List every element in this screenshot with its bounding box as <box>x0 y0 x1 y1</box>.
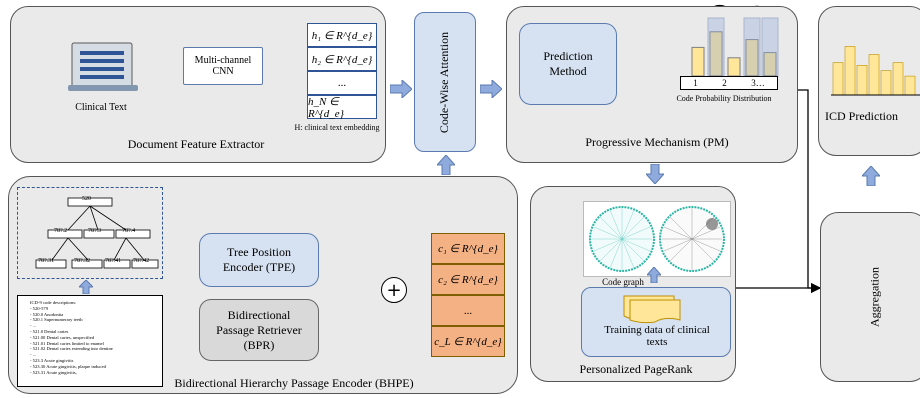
c-embedding-stack: c₁ ∈ R^{d_e} c₂ ∈ R^{d_e} ... c_L ∈ R^{d… <box>431 233 505 357</box>
icd-bar <box>868 54 880 96</box>
tpe-label: Tree Position Encoder (TPE) <box>222 245 296 274</box>
down-arrow-icon <box>646 164 664 184</box>
plus-icon: + <box>381 277 407 303</box>
bhpe-panel: 520 78?.2 78?.3 78?.4 78?.31 78?.32 78?.… <box>8 176 518 394</box>
tree-node-label: 78?.4 <box>122 228 136 234</box>
tick-label: 1 <box>693 78 698 88</box>
tree-node-label: 78?.42 <box>133 258 150 264</box>
dfe-title: Document Feature Extractor <box>127 137 265 151</box>
c-entry: ... <box>431 295 505 326</box>
icd-bar <box>880 70 892 96</box>
pm-bar-highlight <box>743 17 761 77</box>
code-probability-distribution-label: Code Probability Distribution <box>676 94 772 103</box>
cnn-box: Multi-channel CNN <box>183 47 263 85</box>
tree-node-label: 78?.41 <box>105 258 122 264</box>
tick-label: 3… <box>751 78 765 88</box>
document-feature-extractor-panel: Clinical Text Multi-channel CNN h₁ ∈ R^{… <box>10 6 386 163</box>
icd-bar <box>892 62 904 96</box>
bpr-label: Bidirectional Passage Retriever (BPR) <box>216 307 302 352</box>
tree-node-label: 520 <box>82 196 91 202</box>
tree-node-label: 78?.2 <box>54 228 68 234</box>
code-wise-attention-label: Code-Wise Attention <box>437 31 452 133</box>
prediction-method-label: Prediction Method <box>543 49 593 78</box>
pm-bar <box>727 57 741 77</box>
c-entry: c_L ∈ R^{d_e} <box>431 326 505 357</box>
icd-bar <box>856 64 868 96</box>
h-entry: h₂ ∈ R^{d_e} <box>307 47 377 71</box>
icd-bar <box>844 46 856 96</box>
icd-bar <box>904 75 916 96</box>
h-entry: h_N ∈ R^{d_e} <box>307 95 377 120</box>
code-description-list: ICD-9 code descriptions: - 520-579 - 520… <box>17 295 163 387</box>
up-arrow-icon <box>79 280 93 294</box>
h-entry: h₁ ∈ R^{d_e} <box>307 23 377 47</box>
c-entry: c₁ ∈ R^{d_e} <box>431 233 505 264</box>
training-data-box: Training data of clinical texts <box>581 287 731 357</box>
tree-node-label: 78?.31 <box>38 258 55 264</box>
code-wise-attention-box: Code-Wise Attention <box>414 12 476 152</box>
icd-prediction-panel: ICD Prediction <box>818 6 920 156</box>
pm-bar <box>691 46 705 77</box>
pm-title: Progressive Mechanism (PM) <box>585 135 729 149</box>
right-arrow-icon <box>480 80 502 98</box>
h-embedding-stack: h₁ ∈ R^{d_e} h₂ ∈ R^{d_e} ... h_N ∈ R^{d… <box>307 23 377 120</box>
up-arrow-icon <box>647 267 661 283</box>
aggregation-panel: Aggregation <box>820 212 920 382</box>
pm-bar-highlight <box>707 17 725 77</box>
tpe-box: Tree Position Encoder (TPE) <box>199 233 319 287</box>
right-arrow-icon <box>390 80 412 98</box>
bpr-box: Bidirectional Passage Retriever (BPR) <box>199 299 319 361</box>
icd-title: ICD Prediction <box>825 109 898 123</box>
aggregation-label: Aggregation <box>867 267 882 327</box>
prediction-method-box: Prediction Method <box>519 23 617 105</box>
code-description-text: ICD-9 code descriptions: - 520-579 - 520… <box>30 300 113 375</box>
bhpe-title: Bidirectional Hierarchy Passage Encoder … <box>174 376 414 390</box>
up-arrow-icon <box>437 155 455 175</box>
pm-bar <box>763 52 777 77</box>
code-graph-image <box>583 201 731 277</box>
c-entry: c₂ ∈ R^{d_e} <box>431 264 505 295</box>
icd-prediction-chart <box>831 46 920 96</box>
tree-node-label: 78?.3 <box>88 228 102 234</box>
documents-icon <box>623 295 681 324</box>
personalized-pagerank-panel: Code graph Training data of clinical tex… <box>530 186 736 382</box>
tick-label: 2 <box>722 78 727 88</box>
cnn-label: Multi-channel CNN <box>194 55 252 77</box>
icd-bar <box>832 62 844 96</box>
pm-axis-box: 1 2 3… <box>680 76 778 90</box>
code-graph-label: Code graph <box>602 277 644 287</box>
training-data-label: Training data of clinical texts <box>604 324 710 348</box>
h-entry: ... <box>307 71 377 95</box>
h-caption: H: clinical text embedding <box>294 123 380 132</box>
code-tree-box: 520 78?.2 78?.3 78?.4 78?.31 78?.32 78?.… <box>17 187 163 279</box>
clinical-text-label: Clinical Text <box>75 102 127 113</box>
pm-bar-highlight <box>761 17 779 77</box>
up-arrow-icon <box>862 166 880 186</box>
tree-node-label: 78?.32 <box>74 258 91 264</box>
ppr-title: Personalized PageRank <box>579 362 693 376</box>
clinical-text-icon <box>66 41 141 93</box>
